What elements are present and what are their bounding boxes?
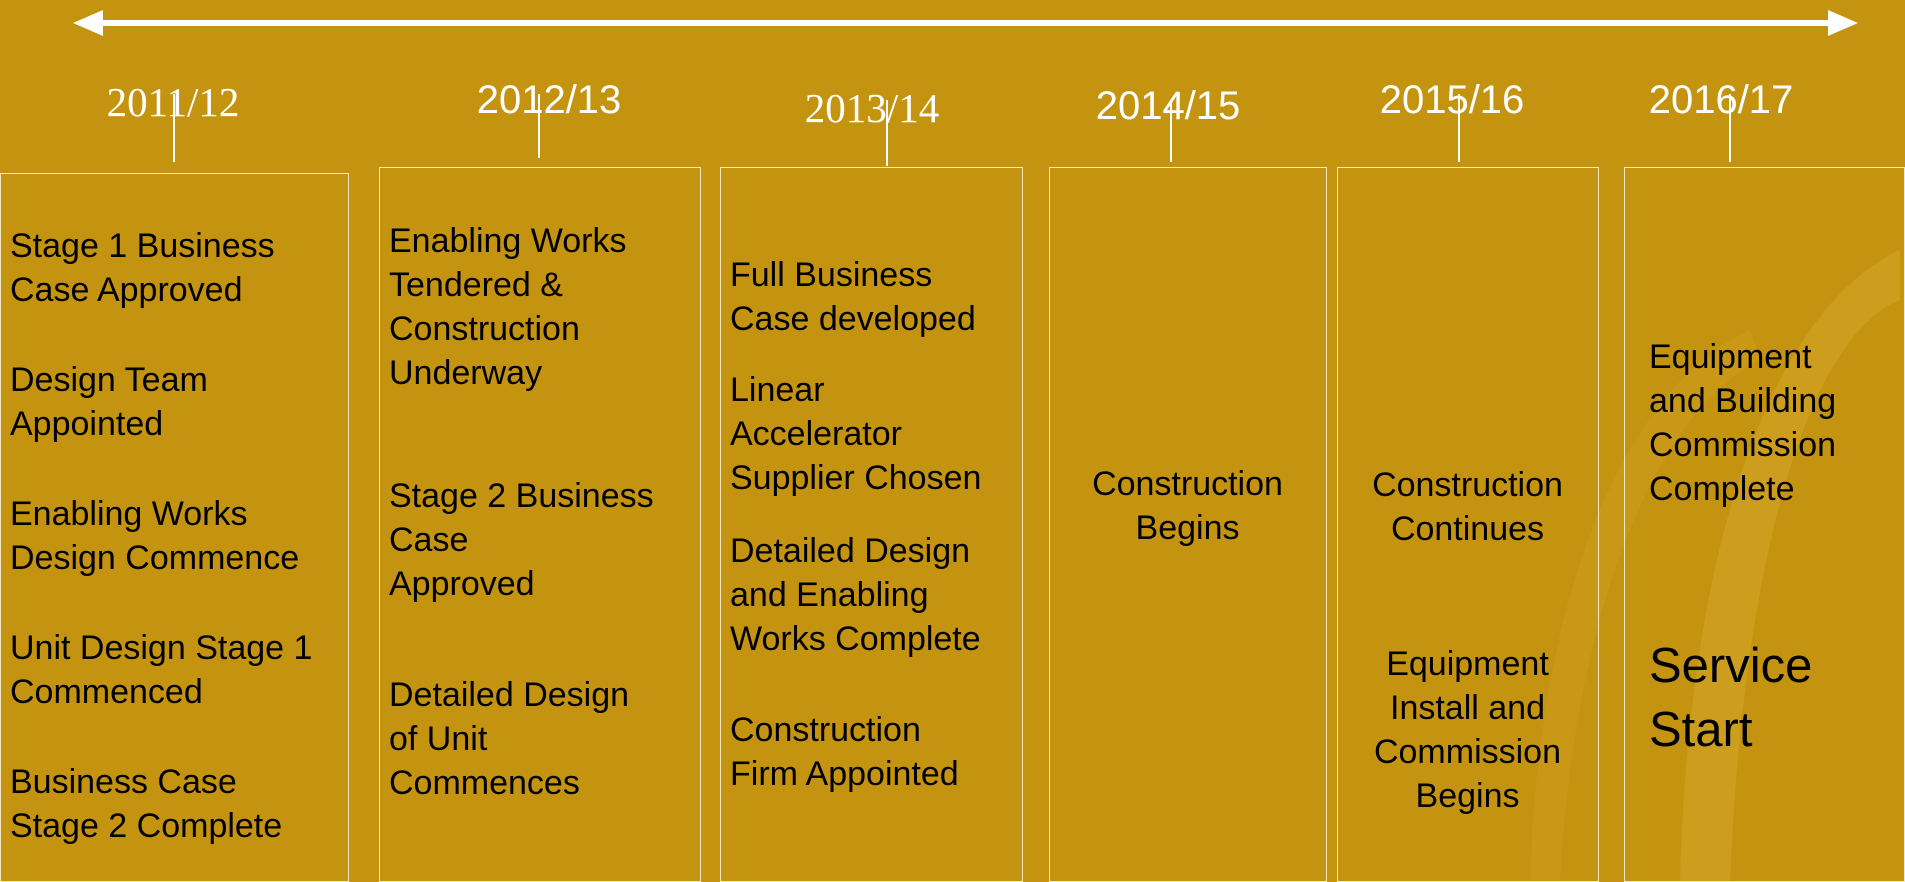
milestone: Stage 2 Business Case Approved: [389, 477, 654, 603]
timeline-arrow: [73, 10, 1858, 36]
year-label: 2015/16: [1379, 78, 1525, 122]
period-column-2011-12: Stage 1 Business Case Approved Design Te…: [0, 173, 349, 882]
year-label: 2014/15: [1095, 84, 1241, 128]
milestone: Construction Begins: [1092, 465, 1283, 547]
period-column-2014-15: Construction Begins: [1049, 167, 1327, 882]
milestone: Unit Design Stage 1 Commenced: [10, 629, 313, 711]
milestone: Equipment and Building Commission Comple…: [1649, 338, 1837, 508]
period-column-2013-14: Full Business Case developed Linear Acce…: [720, 167, 1023, 882]
period-column-2016-17: Equipment and Building Commission Comple…: [1624, 167, 1905, 882]
milestone: Enabling Works Design Commence: [10, 495, 300, 577]
year-tick: [1170, 100, 1172, 162]
milestone: Enabling Works Tendered & Construction U…: [389, 222, 627, 392]
year-tick: [886, 100, 888, 166]
milestone: Full Business Case developed: [730, 256, 976, 338]
milestone: Detailed Design of Unit Commences: [389, 676, 630, 802]
milestone: Stage 1 Business Case Approved: [10, 227, 275, 309]
year-tick: [1458, 94, 1460, 162]
milestone: Construction Firm Appointed: [730, 711, 959, 793]
year-tick: [1729, 94, 1731, 162]
year-tick: [173, 94, 175, 162]
milestone: Service Start: [1649, 639, 1813, 757]
period-column-2012-13: Enabling Works Tendered & Construction U…: [379, 167, 701, 882]
year-tick: [538, 94, 540, 158]
milestone: Linear Accelerator Supplier Chosen: [730, 371, 982, 497]
milestone: Business Case Stage 2 Complete: [10, 763, 283, 845]
milestone: Equipment Install and Commission Begins: [1373, 645, 1562, 815]
year-label: 2012/13: [476, 78, 622, 122]
milestone: Construction Continues: [1372, 466, 1563, 548]
milestone: Detailed Design and Enabling Works Compl…: [730, 532, 981, 658]
year-label: 2013/14: [804, 85, 940, 131]
year-label: 2016/17: [1648, 78, 1794, 122]
period-column-2015-16: Construction Continues Equipment Install…: [1337, 167, 1599, 882]
milestone: Design Team Appointed: [10, 361, 208, 443]
